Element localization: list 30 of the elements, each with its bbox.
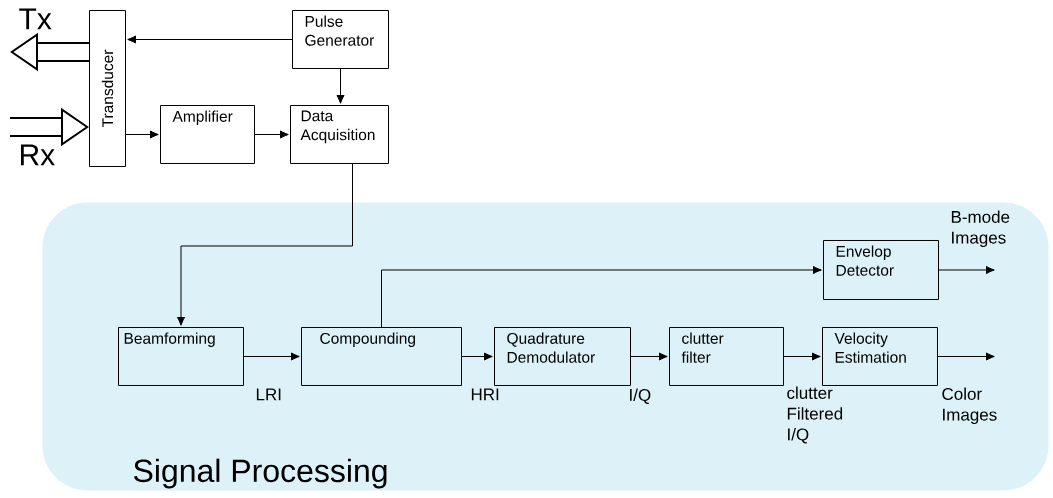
arrow (127, 35, 293, 44)
arrow (381, 265, 822, 328)
process-box: Transducer (89, 10, 126, 167)
edge-label: I/Q (630, 388, 651, 405)
process-box: Beamforming (118, 327, 244, 386)
arrow (176, 163, 353, 326)
arrow (125, 130, 159, 139)
process-box: Velocity Estimation (822, 327, 938, 386)
process-box: Amplifier (160, 105, 255, 164)
arrow (336, 68, 345, 104)
arrow (461, 352, 493, 361)
edge-label: HRI (471, 388, 499, 401)
edge-label: Tx (19, 8, 52, 30)
edge-label: Color Images (942, 387, 997, 425)
arrow (783, 352, 821, 361)
arrow (938, 265, 995, 275)
arrow (243, 352, 300, 361)
edge-label: Rx (21, 144, 55, 166)
arrow (937, 352, 995, 361)
arrow (254, 130, 289, 139)
process-box: clutter filter (669, 327, 784, 386)
process-box: Quadrature Demodulator (494, 327, 631, 386)
process-box: Compounding (301, 327, 462, 386)
edge-label: B-mode Images (951, 210, 1010, 248)
arrow (630, 352, 668, 361)
process-box: Data Acquisition (290, 105, 389, 164)
edge-label: clutter Filtered I/Q (787, 386, 843, 444)
process-box: Envelop Detector (823, 240, 939, 300)
process-box: Pulse Generator (292, 10, 389, 69)
edge-label: LRI (256, 388, 281, 401)
